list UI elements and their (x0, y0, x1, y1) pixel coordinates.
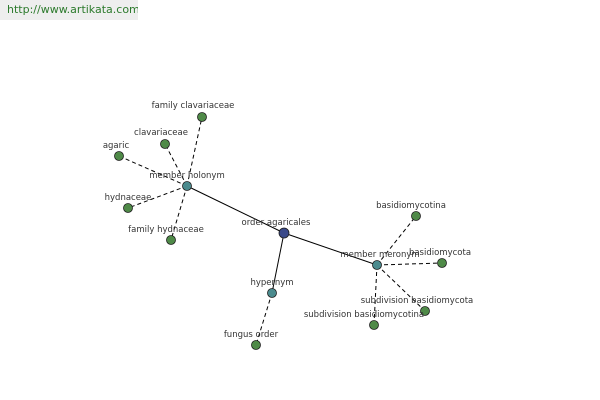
leaf-node-clavariaceae[interactable] (160, 139, 170, 149)
graph-labels: family clavariaceae clavariaceae agaric hyd… (103, 101, 473, 340)
leaf-label-hydnaceae[interactable]: hydnaceae (105, 193, 152, 203)
leaf-label-fungus-order[interactable]: fungus order (224, 330, 279, 340)
leaf-node-family-hydnaceae[interactable] (166, 235, 176, 245)
edge-member-meronym-basidiomycotina (376, 215, 417, 266)
leaf-node-fungus-order[interactable] (251, 340, 261, 350)
leaf-label-basidiomycota[interactable]: basidiomycota (409, 248, 471, 258)
leaf-node-subdivision-basidiomycota[interactable] (420, 306, 430, 316)
edge-member-holonym-agaric (118, 155, 188, 187)
relation-label-member-meronym[interactable]: member meronym (340, 250, 419, 260)
edge-order-agaricales-member-holonym (186, 185, 285, 234)
leaf-label-subdivision-basidiomycota[interactable]: subdivision basidiomycota (361, 296, 474, 306)
leaf-node-basidiomycota[interactable] (437, 258, 447, 268)
leaf-label-clavariaceae[interactable]: clavariaceae (134, 128, 188, 138)
leaf-node-agaric[interactable] (114, 151, 124, 161)
edge-member-meronym-subdivision-basidiomycotina (373, 264, 378, 326)
relation-node-member-holonym[interactable] (182, 181, 192, 191)
leaf-label-agaric[interactable]: agaric (103, 141, 130, 151)
center-label-order-agaricales[interactable]: order agaricales (242, 218, 312, 228)
relation-node-hypernym[interactable] (267, 288, 277, 298)
graph-edges (118, 116, 443, 346)
edge-member-holonym-clavariaceae (164, 143, 188, 187)
leaf-label-family-clavariaceae[interactable]: family clavariaceae (152, 101, 235, 111)
edge-member-holonym-hydnaceae (127, 185, 188, 209)
edge-member-holonym-family-clavariaceae (186, 116, 203, 187)
leaf-label-family-hydnaceae[interactable]: family hydnaceae (128, 225, 204, 235)
edge-member-holonym-family-hydnaceae (170, 185, 188, 241)
leaf-label-subdivision-basidiomycotina[interactable]: subdivision basidiomycotina (304, 310, 424, 320)
relation-label-hypernym[interactable]: hypernym (250, 278, 293, 288)
site-url[interactable]: http://www.artikata.com (0, 0, 138, 20)
center-node-order-agaricales[interactable] (278, 227, 290, 239)
leaf-node-hydnaceae[interactable] (123, 203, 133, 213)
edge-member-meronym-basidiomycota (376, 262, 443, 266)
leaf-node-basidiomycotina[interactable] (411, 211, 421, 221)
edge-order-agaricales-member-meronym (283, 232, 378, 266)
relation-label-member-holonym[interactable]: member holonym (149, 171, 224, 181)
relation-node-member-meronym[interactable] (372, 260, 382, 270)
edge-order-agaricales-hypernym (271, 232, 285, 294)
leaf-label-basidiomycotina[interactable]: basidiomycotina (376, 201, 446, 211)
leaf-node-subdivision-basidiomycotina[interactable] (369, 320, 379, 330)
graph-nodes (114, 112, 447, 350)
edge-hypernym-fungus-order (255, 292, 273, 346)
leaf-node-family-clavariaceae[interactable] (197, 112, 207, 122)
